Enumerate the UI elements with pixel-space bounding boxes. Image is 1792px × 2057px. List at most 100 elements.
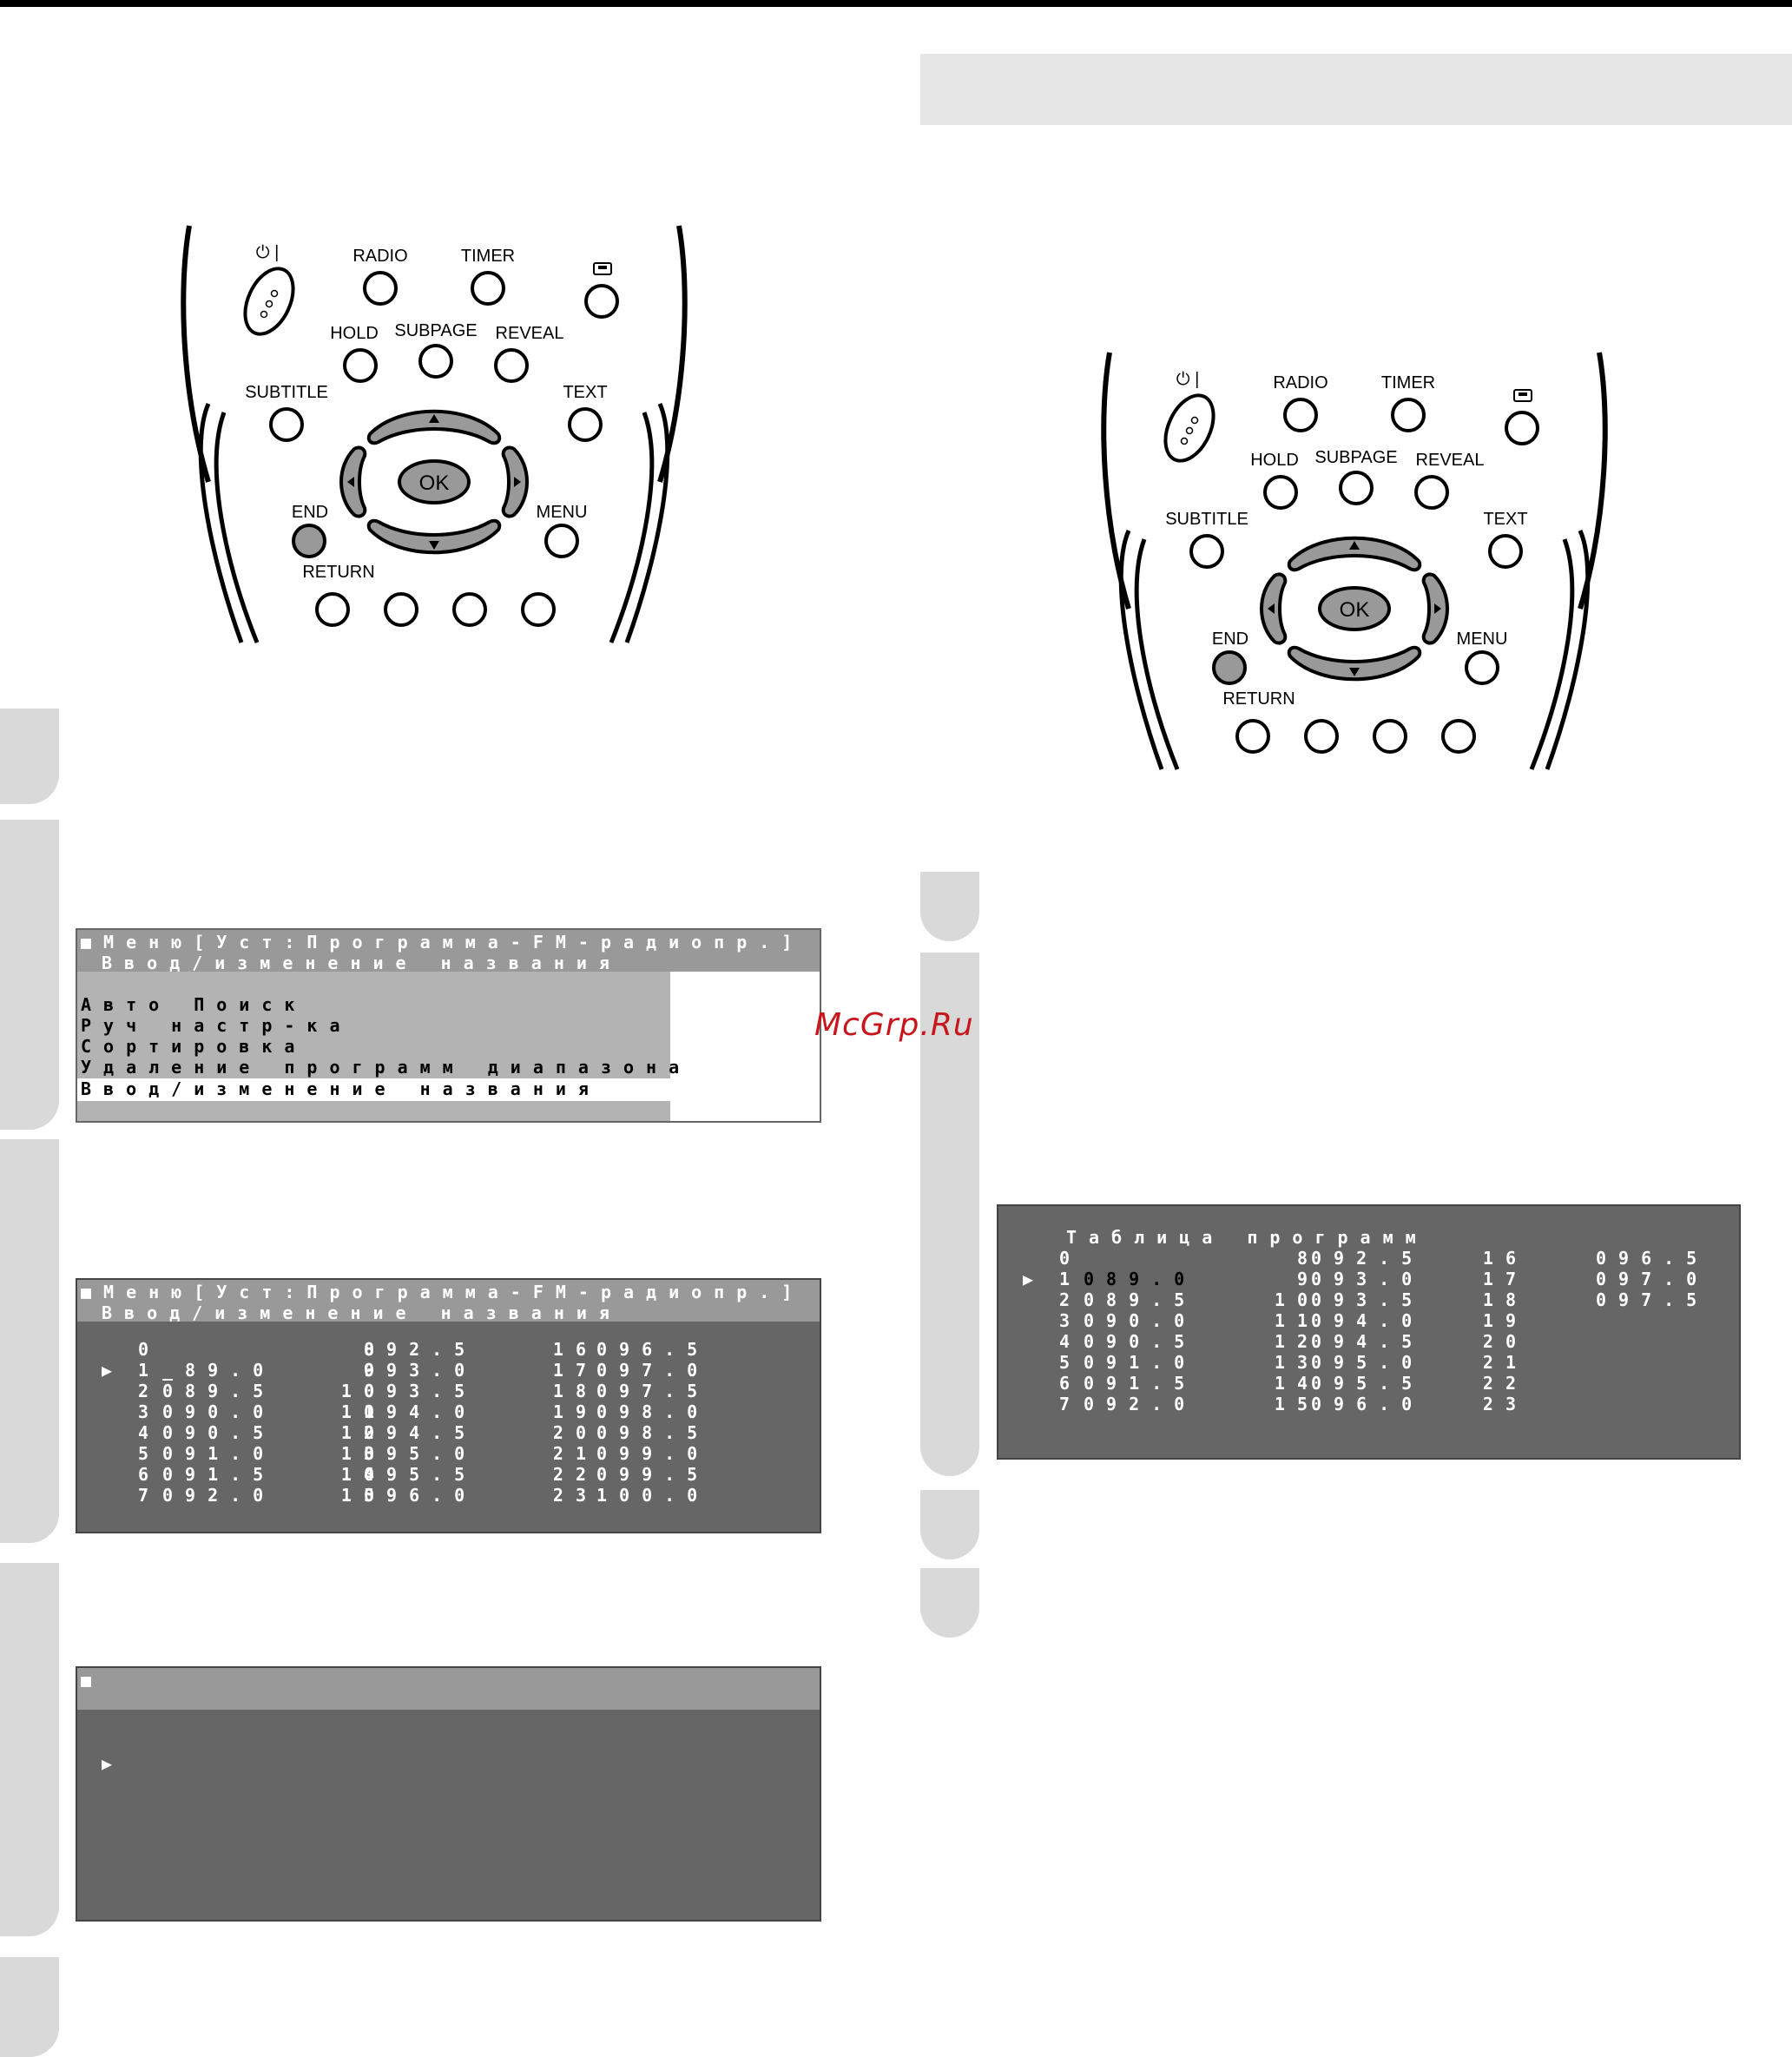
menu-label: MENU — [537, 503, 588, 522]
program-frequency[interactable]: 090.5 — [1084, 1331, 1197, 1352]
subpage-button[interactable] — [418, 344, 453, 379]
program-frequency[interactable]: 089.0 — [1084, 1269, 1197, 1289]
hold-button[interactable] — [1263, 475, 1298, 510]
menu-item-auto-search[interactable]: Авто Поиск — [81, 994, 307, 1015]
end-button[interactable] — [292, 524, 326, 558]
program-frequency[interactable]: 093.5 — [364, 1381, 478, 1401]
color-button-4[interactable] — [521, 592, 556, 627]
program-frequency[interactable]: 097.5 — [1596, 1289, 1710, 1310]
program-frequency[interactable]: 093.5 — [1311, 1289, 1425, 1310]
program-frequency[interactable]: 096.0 — [1311, 1394, 1425, 1414]
left-triangle-icon — [1268, 603, 1275, 614]
program-frequency[interactable]: 095.0 — [1311, 1352, 1425, 1373]
program-frequency[interactable]: 099.5 — [596, 1464, 710, 1485]
radio-button[interactable] — [1283, 398, 1318, 432]
subtitle-button[interactable] — [269, 407, 304, 442]
color-button-2[interactable] — [1304, 719, 1339, 754]
down-arrow-button[interactable] — [1287, 645, 1422, 682]
color-button-3[interactable] — [1373, 719, 1407, 754]
program-number: 20 — [552, 1422, 598, 1443]
program-number: 4 — [1058, 1331, 1082, 1352]
program-frequency[interactable]: 090.0 — [1084, 1310, 1197, 1331]
program-frequency[interactable]: 090.5 — [162, 1422, 276, 1443]
subtitle-button[interactable] — [1189, 534, 1224, 569]
menu-item-manual-tune[interactable]: Руч настр-ка — [81, 1015, 352, 1036]
tv-mode-button[interactable] — [1505, 411, 1539, 445]
program-frequency[interactable]: 098.5 — [596, 1422, 710, 1443]
program-frequency[interactable]: 089.5 — [1084, 1289, 1197, 1310]
osd-side-panel — [670, 972, 820, 1121]
program-frequency[interactable]: 100.0 — [596, 1485, 710, 1506]
program-frequency[interactable]: 089.5 — [162, 1381, 276, 1401]
program-frequency[interactable]: 092.0 — [1084, 1394, 1197, 1414]
color-button-3[interactable] — [452, 592, 487, 627]
hold-label: HOLD — [1250, 451, 1299, 470]
power-button[interactable] — [1156, 388, 1222, 469]
left-triangle-icon — [347, 477, 354, 487]
program-frequency[interactable]: 094.0 — [1311, 1310, 1425, 1331]
menu-button[interactable] — [544, 524, 579, 558]
timer-button[interactable] — [471, 271, 505, 306]
tv-mode-button[interactable] — [584, 284, 619, 319]
reveal-label: REVEAL — [1416, 451, 1485, 470]
ok-button[interactable] — [398, 459, 471, 504]
program-number: 10 — [340, 1381, 386, 1401]
program-frequency[interactable]: 094.5 — [364, 1422, 478, 1443]
reveal-button[interactable] — [494, 348, 529, 383]
color-button-1[interactable] — [1235, 719, 1270, 754]
program-frequency[interactable]: 097.0 — [1596, 1269, 1710, 1289]
program-frequency[interactable]: 092.5 — [1311, 1248, 1425, 1269]
program-frequency[interactable]: 098.0 — [596, 1401, 710, 1422]
program-frequency[interactable]: 096.5 — [1596, 1248, 1710, 1269]
program-frequency[interactable]: 093.0 — [1311, 1269, 1425, 1289]
text-button[interactable] — [1488, 534, 1523, 569]
program-frequency[interactable]: 096.0 — [364, 1485, 478, 1506]
program-frequency[interactable]: 095.0 — [364, 1443, 478, 1464]
program-frequency[interactable]: 096.5 — [596, 1339, 710, 1360]
reveal-button[interactable] — [1414, 475, 1449, 510]
tv-icon — [593, 262, 612, 275]
program-frequency[interactable]: 092.5 — [364, 1339, 478, 1360]
power-button[interactable] — [235, 261, 302, 342]
step-tab-5 — [0, 1957, 59, 2057]
menu-item-delete-range[interactable]: Удаление программ диапазона — [81, 1057, 692, 1078]
subpage-button[interactable] — [1339, 471, 1374, 505]
program-frequency[interactable]: 099.0 — [596, 1443, 710, 1464]
program-frequency[interactable]: 093.0 — [364, 1360, 478, 1381]
program-frequency[interactable]: 097.5 — [596, 1381, 710, 1401]
program-frequency[interactable]: 092.0 — [162, 1485, 276, 1506]
radio-button[interactable] — [363, 271, 398, 306]
program-number: 9 — [1296, 1269, 1320, 1289]
program-frequency[interactable]: 094.0 — [364, 1401, 478, 1422]
down-arrow-button[interactable] — [366, 518, 502, 555]
menu-item-sort[interactable]: Сортировка — [81, 1036, 307, 1057]
color-button-2[interactable] — [384, 592, 418, 627]
ok-button[interactable] — [1318, 586, 1391, 631]
color-button-4[interactable] — [1441, 719, 1476, 754]
program-frequency[interactable]: 095.5 — [1311, 1373, 1425, 1394]
program-frequency[interactable]: 091.0 — [1084, 1352, 1197, 1373]
up-arrow-button[interactable] — [1287, 536, 1422, 572]
program-frequency[interactable]: 097.0 — [596, 1360, 710, 1381]
end-label: END — [1212, 630, 1248, 649]
text-button[interactable] — [568, 407, 603, 442]
up-arrow-button[interactable] — [366, 409, 502, 445]
timer-button[interactable] — [1391, 398, 1426, 432]
program-number: 19 — [552, 1401, 598, 1422]
hold-button[interactable] — [343, 348, 378, 383]
program-frequency[interactable]: 091.5 — [1084, 1373, 1197, 1394]
step-tab-4 — [0, 1563, 59, 1936]
program-number: 22 — [1482, 1373, 1528, 1394]
program-frequency[interactable]: 091.5 — [162, 1464, 276, 1485]
color-button-1[interactable] — [315, 592, 350, 627]
end-button[interactable] — [1212, 650, 1247, 685]
menu-item-edit-name[interactable]: Ввод/изменение названия — [81, 1078, 601, 1099]
step-tab-1 — [0, 709, 59, 804]
menu-button[interactable] — [1465, 650, 1499, 685]
program-frequency[interactable]: _89.0 — [162, 1360, 276, 1381]
program-frequency[interactable]: 091.0 — [162, 1443, 276, 1464]
program-frequency[interactable]: 095.5 — [364, 1464, 478, 1485]
program-frequency[interactable]: 094.5 — [1311, 1331, 1425, 1352]
program-frequency[interactable]: 090.0 — [162, 1401, 276, 1422]
